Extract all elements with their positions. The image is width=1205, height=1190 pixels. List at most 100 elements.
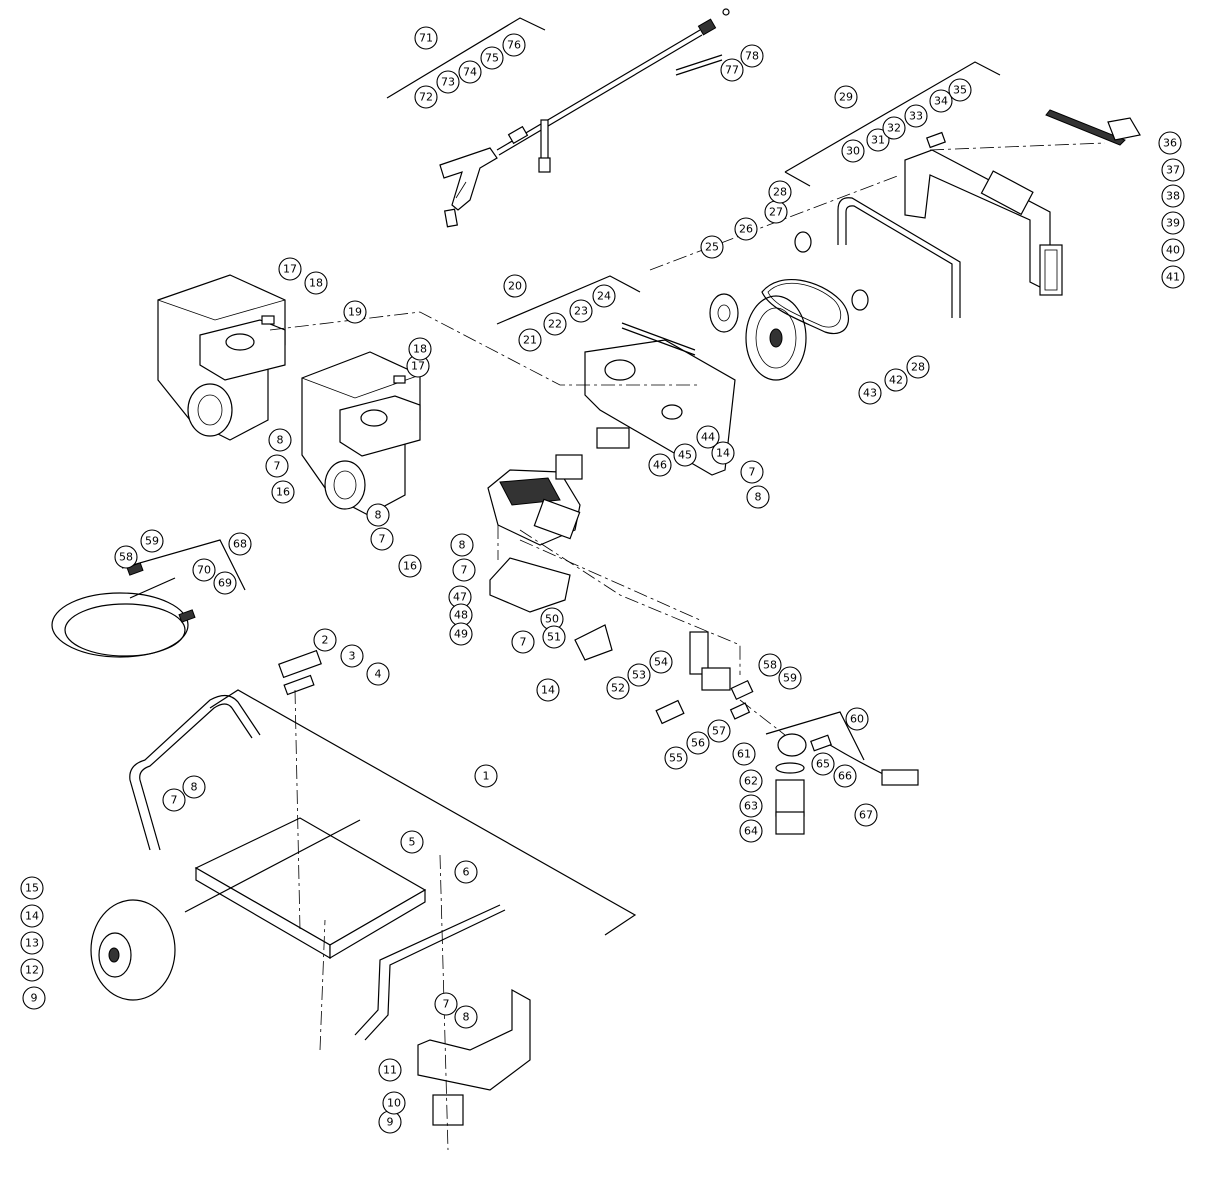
callout-number: 13 [25,937,39,950]
callout-13: 13 [20,931,44,955]
callout-number: 78 [745,50,759,63]
callout-circle [740,460,764,484]
callout-number: 52 [611,682,625,695]
callout-circle [213,571,237,595]
callout-47: 47 [448,585,472,609]
callout-16: 16 [271,480,295,504]
callout-64: 64 [739,819,763,843]
callout-number: 14 [716,447,730,460]
callout-number: 36 [1163,137,1177,150]
callout-8: 8 [450,533,474,557]
callout-circle [543,312,567,336]
callout-circle [182,775,206,799]
callout-circle [503,274,527,298]
callout-circle [746,485,770,509]
callout-circle [378,1058,402,1082]
callout-number: 18 [413,343,427,356]
callout-54: 54 [649,650,673,674]
callout-circle [592,284,616,308]
callout-number: 27 [769,206,783,219]
callout-number: 32 [887,122,901,135]
callout-41: 41 [1161,265,1185,289]
callout-number: 44 [701,431,715,444]
callout-circle [536,678,560,702]
callout-circle [20,931,44,955]
unloader-assembly [655,631,754,725]
callout-number: 41 [1166,271,1180,284]
callout-45: 45 [673,443,697,467]
callout-circle [834,85,858,109]
callout-number: 29 [839,91,853,104]
callout-circle [758,653,782,677]
callout-number: 65 [816,758,830,771]
callout-circle [414,26,438,50]
callout-17: 17 [278,257,302,281]
callout-circle [739,794,763,818]
callout-circle [414,85,438,109]
callout-circle [452,558,476,582]
callout-circle [114,545,138,569]
callout-number: 7 [520,636,527,649]
callout-circle [707,719,731,743]
callout-circle [648,453,672,477]
callout-36: 36 [1158,131,1182,155]
callout-23: 23 [569,299,593,323]
callout-number: 23 [574,305,588,318]
callout-number: 9 [31,992,38,1005]
callout-number: 58 [119,551,133,564]
callout-number: 25 [705,241,719,254]
callout-circle [450,533,474,557]
callout-8: 8 [454,1005,478,1029]
callout-57: 57 [707,719,731,743]
callout-number: 8 [191,781,198,794]
callout-number: 1 [483,770,490,783]
callout-43: 43 [858,381,882,405]
callout-8: 8 [746,485,770,509]
callout-49: 49 [449,622,473,646]
callout-7: 7 [452,558,476,582]
callout-12: 12 [20,958,44,982]
callout-8: 8 [182,775,206,799]
callout-circle [398,554,422,578]
callout-circle [474,764,498,788]
hose-assembly [51,562,196,658]
callout-7: 7 [370,527,394,551]
callout-number: 59 [783,672,797,685]
callout-34: 34 [929,89,953,113]
callout-18: 18 [408,337,432,361]
callout-4: 4 [366,662,390,686]
callout-circle [740,44,764,68]
callout-circle [1161,211,1185,235]
callout-number: 20 [508,280,522,293]
callout-number: 22 [548,318,562,331]
callout-number: 18 [309,277,323,290]
callout-circle [340,644,364,668]
callout-circle [606,676,630,700]
callout-circle [811,752,835,776]
callout-22: 22 [543,312,567,336]
callout-15: 15 [20,876,44,900]
callout-42: 42 [884,368,908,392]
callout-7: 7 [511,630,535,654]
callout-circle [265,454,289,478]
callout-59: 59 [140,529,164,553]
callout-circle [400,830,424,854]
callout-14: 14 [20,904,44,928]
callout-number: 60 [850,713,864,726]
callout-circle [454,860,478,884]
callout-number: 19 [348,306,362,319]
callout-72: 72 [414,85,438,109]
callout-number: 14 [25,910,39,923]
callout-number: 68 [233,538,247,551]
callout-circle [845,707,869,731]
callout-circle [627,663,651,687]
callout-8: 8 [366,503,390,527]
callout-number: 17 [283,263,297,276]
callout-circle [1161,184,1185,208]
callout-number: 7 [443,998,450,1011]
pulleys-and-belt [709,231,869,381]
callout-circle [22,986,46,1010]
callout-50: 50 [540,607,564,631]
callout-7: 7 [434,992,458,1016]
